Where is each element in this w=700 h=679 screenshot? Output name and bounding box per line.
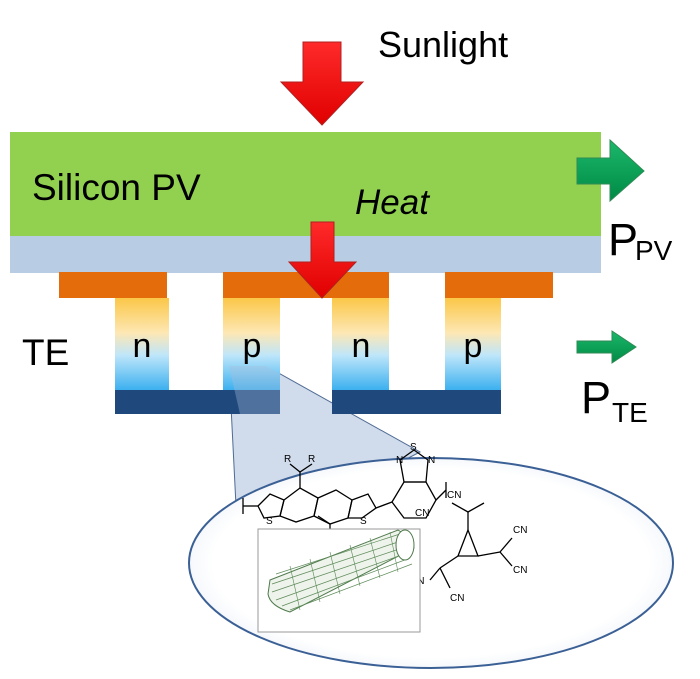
- svg-text:P: P: [581, 372, 611, 423]
- p-pv-label: P PV: [608, 214, 673, 266]
- svg-text:N: N: [396, 455, 403, 466]
- svg-text:CN: CN: [447, 490, 461, 501]
- te-leg-p-2: [445, 298, 501, 390]
- te-label: TE: [22, 332, 69, 373]
- svg-text:CN: CN: [415, 508, 429, 519]
- top-contact-1: [59, 272, 167, 298]
- te-leg-n-2: [332, 298, 389, 390]
- svg-text:S: S: [266, 516, 273, 527]
- svg-text:TE: TE: [612, 397, 648, 428]
- svg-text:PV: PV: [635, 235, 673, 266]
- leg-label-n-1: n: [133, 327, 152, 365]
- top-contact-3: [445, 272, 553, 298]
- svg-text:R: R: [308, 454, 315, 465]
- heat-arrow: [287, 221, 358, 299]
- carbon-nanotube: [267, 529, 415, 613]
- silicon-pv-layer: [10, 132, 601, 236]
- svg-text:CN: CN: [513, 525, 527, 536]
- leg-label-p-2: p: [464, 327, 483, 365]
- sunlight-label: Sunlight: [378, 24, 508, 65]
- svg-text:CN: CN: [513, 565, 527, 576]
- p-te-label: P TE: [581, 372, 648, 428]
- heat-label: Heat: [355, 183, 430, 222]
- svg-text:R: R: [284, 454, 291, 465]
- acceptor-structure: [429, 502, 513, 589]
- leg-label-p-1: p: [243, 327, 262, 365]
- sunlight-arrow: [279, 41, 365, 126]
- te-leg-n-1: [115, 298, 169, 390]
- pv-power-arrow: [576, 138, 645, 203]
- svg-text:P: P: [608, 214, 638, 265]
- leg-label-n-2: n: [352, 327, 371, 365]
- svg-text:CN: CN: [450, 593, 464, 604]
- svg-text:S: S: [410, 442, 417, 453]
- svg-text:S: S: [360, 516, 367, 527]
- te-power-arrow: [576, 330, 637, 364]
- svg-text:N: N: [428, 455, 435, 466]
- bottom-contact-2: [332, 390, 501, 414]
- bottom-contact-1: [115, 390, 280, 414]
- silicon-pv-label: Silicon PV: [32, 167, 201, 208]
- te-leg-p-1: [223, 298, 280, 390]
